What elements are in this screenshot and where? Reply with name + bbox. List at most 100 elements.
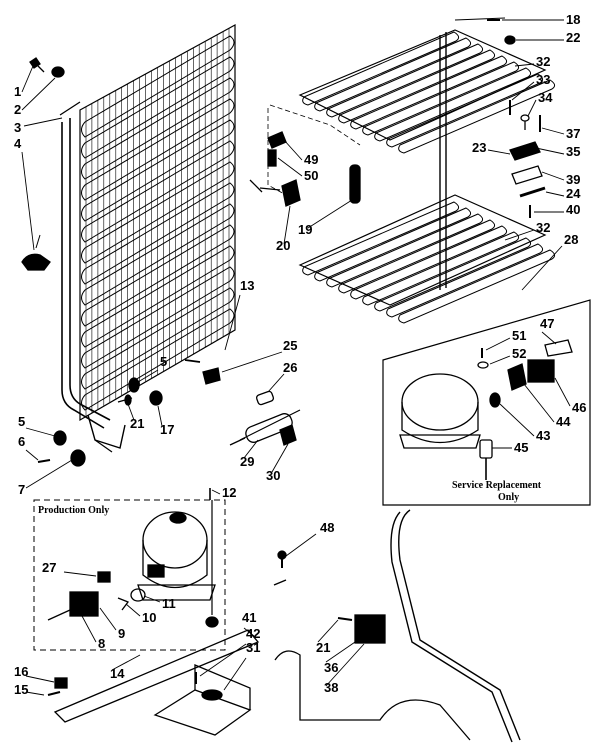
callout-52: 52 [512, 346, 526, 361]
nut-2 [51, 66, 65, 78]
grommet-5b [53, 430, 67, 446]
leader-line [277, 157, 303, 177]
leader-line [243, 627, 255, 637]
evaporator-lower [298, 194, 556, 324]
leader-line [283, 205, 291, 245]
callout-9: 9 [118, 626, 125, 641]
bracket-20 [249, 179, 301, 207]
screw-6 [37, 459, 51, 463]
callout-49: 49 [304, 152, 318, 167]
leader-line [157, 405, 163, 427]
tube-19 [349, 164, 361, 204]
leader-line [523, 383, 555, 423]
compressor-production [137, 511, 216, 601]
callout-35: 35 [566, 144, 580, 159]
leader-line [63, 571, 97, 577]
callout-37: 37 [566, 126, 580, 141]
capacitor-27 [97, 571, 111, 583]
leader-line [224, 294, 241, 351]
leader-line [111, 654, 141, 671]
callout-34: 34 [538, 90, 553, 105]
terminal-block-38 [337, 614, 386, 644]
cover-11 [130, 588, 146, 602]
callout-50: 50 [304, 168, 318, 183]
leader-line [271, 443, 289, 473]
condenser-coil [59, 23, 236, 453]
callout-10: 10 [142, 610, 156, 625]
clip-50 [267, 149, 277, 167]
clamp-35 [509, 141, 541, 161]
leader-line [487, 149, 511, 155]
bracket-31 [153, 664, 252, 736]
callout-47: 47 [540, 316, 554, 331]
callout-32: 32 [536, 54, 550, 69]
callout-31: 31 [246, 640, 260, 655]
clamp-39 [511, 165, 543, 185]
leader-line [127, 403, 135, 421]
bracket-47 [544, 339, 573, 357]
callout-2: 2 [14, 102, 21, 117]
leader-line [485, 337, 511, 351]
clamp-30 [279, 424, 297, 446]
callout-51: 51 [512, 328, 526, 343]
callout-43: 43 [536, 428, 550, 443]
washer-52 [477, 361, 489, 369]
callout-16: 16 [14, 664, 28, 679]
callout-36: 36 [324, 660, 338, 675]
coil-bracket [21, 234, 51, 271]
callout-20: 20 [276, 238, 290, 253]
clip-49 [267, 131, 287, 149]
service-only-label: Only [498, 492, 519, 503]
callout-45: 45 [514, 440, 528, 455]
callout-22: 22 [566, 30, 580, 45]
screw-1 [29, 57, 45, 73]
callout-15: 15 [14, 682, 28, 697]
leader-line [267, 373, 285, 393]
leader-line [125, 603, 141, 617]
callout-25: 25 [283, 338, 297, 353]
leader-line [325, 643, 365, 687]
production-only-label: Production Only [38, 505, 109, 516]
evaporator-upper [298, 29, 556, 154]
callout-19: 19 [298, 222, 312, 237]
leader-line [317, 619, 339, 643]
callout-1: 1 [14, 84, 21, 99]
callout-17: 17 [160, 422, 174, 437]
clip-10 [117, 597, 130, 611]
callout-4: 4 [14, 136, 22, 151]
callout-26: 26 [283, 360, 297, 375]
leader-line [21, 65, 34, 93]
callout-40: 40 [566, 202, 580, 217]
leader-line [143, 595, 161, 603]
clip-34 [520, 114, 530, 130]
callout-39: 39 [566, 172, 580, 187]
screw-25 [184, 359, 221, 385]
spacer-17 [149, 390, 163, 406]
callout-38: 38 [324, 680, 338, 695]
relay-8 [47, 591, 99, 621]
grommet-5 [128, 377, 140, 393]
leader-line [514, 63, 535, 67]
callout-46: 46 [572, 400, 586, 415]
relay-46 [527, 359, 555, 383]
leader-line [283, 139, 303, 161]
leader-line [307, 199, 353, 229]
compressor-service [399, 373, 481, 449]
callout-23: 23 [472, 140, 486, 155]
callout-18: 18 [566, 12, 580, 27]
leader-line [81, 615, 97, 643]
callout-24: 24 [566, 186, 581, 201]
callout-11: 11 [162, 596, 176, 611]
leader-line [25, 459, 73, 489]
callout-13: 13 [240, 278, 254, 293]
leader-line [325, 639, 359, 663]
leader-line [211, 489, 221, 495]
leader-line [25, 691, 45, 696]
base-rail-14 [53, 629, 260, 723]
callout-42: 42 [246, 626, 260, 641]
leader-line [23, 117, 63, 127]
callout-5: 5 [160, 354, 167, 369]
leader-line [489, 355, 511, 365]
